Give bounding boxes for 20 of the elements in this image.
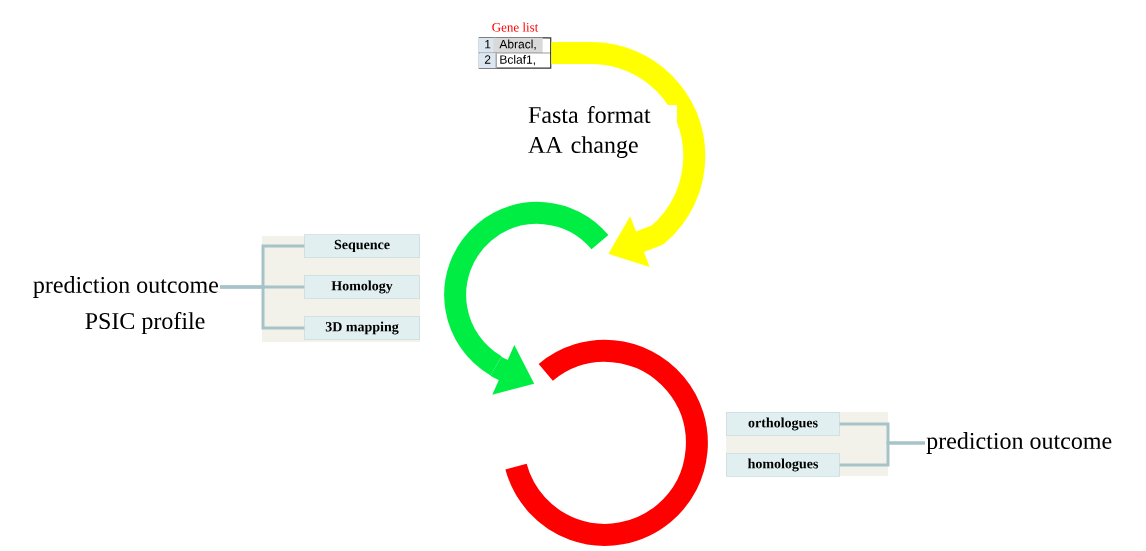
arc xyxy=(444,202,608,376)
text-label: prediction outcome xyxy=(926,432,1112,454)
node-label: Bclaf1, xyxy=(500,55,535,66)
bracket-line xyxy=(220,285,305,330)
label-box: homologues xyxy=(726,453,840,477)
label-box: orthologues xyxy=(726,412,840,436)
node-label: Abracl, xyxy=(499,39,536,50)
ring xyxy=(505,340,708,546)
curved-arrow xyxy=(551,42,706,267)
edge-label: Fasta format AA change xyxy=(527,104,677,160)
text-label: PSIC profile xyxy=(85,312,205,334)
node-label: 2 xyxy=(484,55,491,64)
table-title: Gene list xyxy=(492,22,539,32)
text-label: prediction outcome xyxy=(33,276,218,298)
gene-list-table: 1 Abracl, 2 Bclaf1, xyxy=(478,37,552,69)
node-label: 1 xyxy=(485,40,491,49)
bracket-line xyxy=(839,441,925,467)
label-box: Homology xyxy=(304,275,420,299)
label-box: Sequence xyxy=(304,234,420,258)
label-box: 3D mapping xyxy=(304,316,420,340)
